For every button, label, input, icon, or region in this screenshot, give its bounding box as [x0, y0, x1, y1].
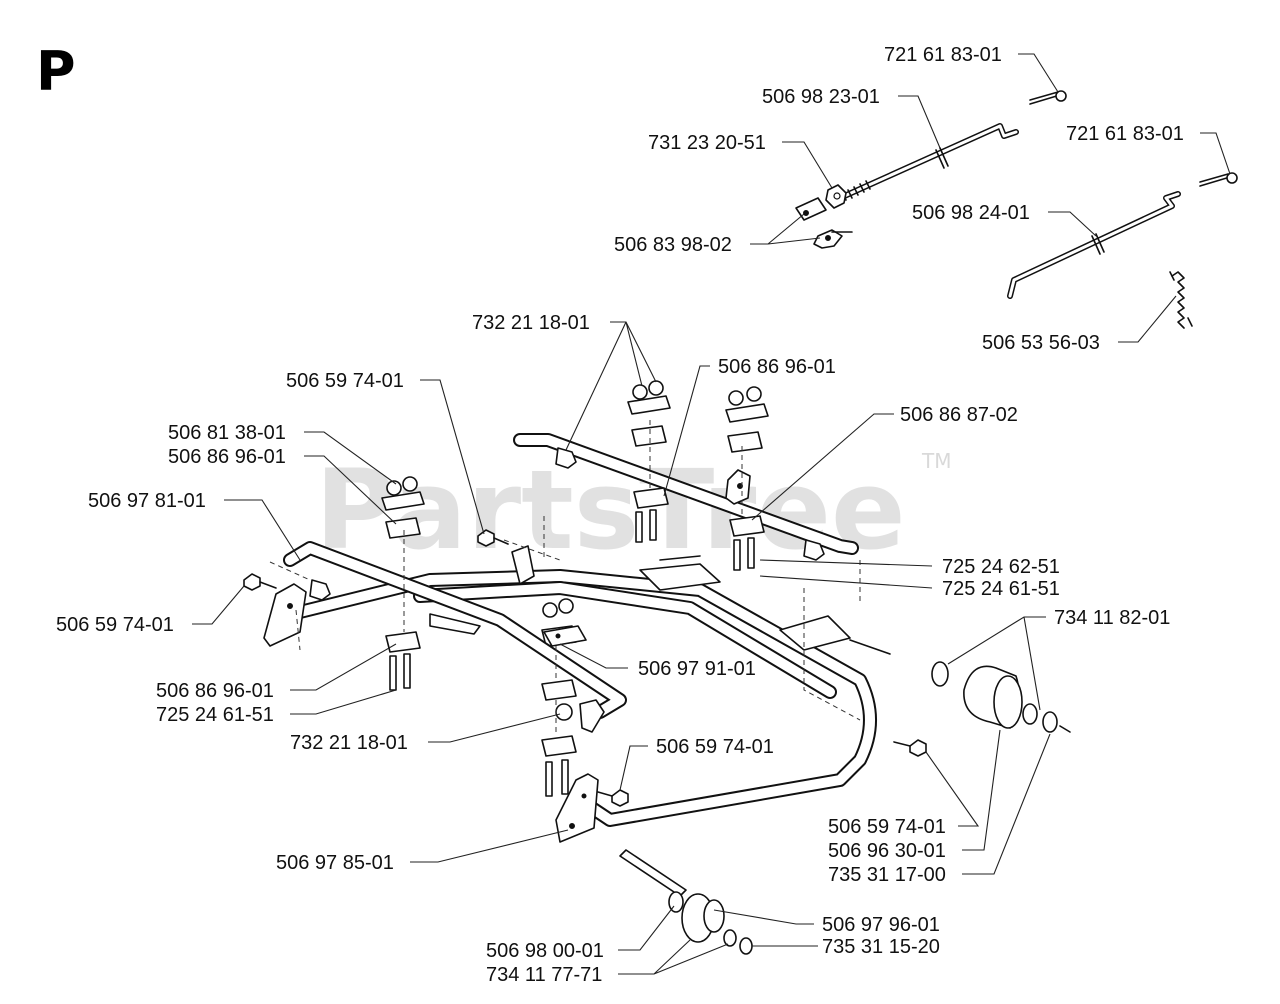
- lift-arm-upper: [513, 433, 859, 561]
- label-506-98-24-01: 506 98 24-01: [912, 202, 1030, 224]
- label-725-24-61-51-a: 725 24 61-51: [942, 578, 1060, 600]
- label-735-31-15-20: 735 31 15-20: [822, 936, 940, 958]
- lift-arm-lower: [263, 541, 627, 733]
- label-734-11-82-01: 734 11 82-01: [1054, 607, 1170, 629]
- clevis-506-83-98-02: [795, 197, 853, 249]
- front-roller: [619, 849, 753, 955]
- leader-lines: [192, 53, 1231, 975]
- label-506-97-85-01: 506 97 85-01: [276, 852, 394, 874]
- label-725-24-62-51: 725 24 62-51: [942, 556, 1060, 578]
- label-725-24-61-51-b: 725 24 61-51: [156, 704, 274, 726]
- label-721-61-83-01-b: 721 61 83-01: [1066, 123, 1184, 145]
- section-letter: P: [36, 40, 76, 103]
- rod-506-98-23-01: [837, 123, 1019, 201]
- bolt-506-59-74-01-d: [893, 739, 927, 757]
- rod-506-98-24-01: [1007, 191, 1181, 299]
- label-506-59-74-01-a: 506 59 74-01: [286, 370, 404, 392]
- label-721-61-83-01-a: 721 61 83-01: [884, 44, 1002, 66]
- label-506-97-91-01: 506 97 91-01: [638, 658, 756, 680]
- label-506-98-00-01: 506 98 00-01: [486, 940, 604, 962]
- part-labels: 721 61 83-01 506 98 23-01 731 23 20-51 7…: [56, 44, 1184, 986]
- label-506-81-38-01: 506 81 38-01: [168, 422, 286, 444]
- nut-731-23-20-51: [825, 184, 847, 209]
- clamp-stack-2: [725, 386, 769, 571]
- spring-506-53-56-03: [1169, 271, 1193, 329]
- rear-roller: [931, 661, 1071, 733]
- label-506-53-56-03: 506 53 56-03: [982, 332, 1100, 354]
- label-506-59-74-01-d: 506 59 74-01: [828, 816, 946, 838]
- front-bracket: [555, 773, 599, 843]
- watermark-trademark: TM: [921, 449, 951, 473]
- clamp-stack-1: [627, 380, 671, 543]
- label-731-23-20-51: 731 23 20-51: [648, 132, 766, 154]
- label-732-21-18-01-b: 732 21 18-01: [290, 732, 408, 754]
- label-506-86-96-01-a: 506 86 96-01: [718, 356, 836, 378]
- label-506-86-87-02: 506 86 87-02: [900, 404, 1018, 426]
- label-506-86-96-01-b: 506 86 96-01: [168, 446, 286, 468]
- label-735-31-17-00: 735 31 17-00: [828, 864, 946, 886]
- pin-721-61-83-01-b: [1199, 172, 1238, 187]
- bolt-506-59-74-01-a: [477, 529, 509, 547]
- label-506-98-23-01: 506 98 23-01: [762, 86, 880, 108]
- label-506-97-81-01: 506 97 81-01: [88, 490, 206, 512]
- label-506-86-96-01-c: 506 86 96-01: [156, 680, 274, 702]
- parts-drawing: [243, 90, 1238, 955]
- label-506-96-30-01: 506 96 30-01: [828, 840, 946, 862]
- main-frame: [293, 545, 891, 827]
- label-506-59-74-01-c: 506 59 74-01: [656, 736, 774, 758]
- label-734-11-77-71: 734 11 77-71: [486, 964, 602, 986]
- dash-lines: [269, 420, 861, 736]
- label-506-97-96-01: 506 97 96-01: [822, 914, 940, 936]
- bolt-506-59-74-01-c: [597, 789, 629, 807]
- label-506-83-98-02: 506 83 98-02: [614, 234, 732, 256]
- pin-721-61-83-01-a: [1029, 90, 1067, 105]
- label-506-59-74-01-b: 506 59 74-01: [56, 614, 174, 636]
- label-732-21-18-01-a: 732 21 18-01: [472, 312, 590, 334]
- bolt-506-59-74-01-b: [243, 573, 277, 591]
